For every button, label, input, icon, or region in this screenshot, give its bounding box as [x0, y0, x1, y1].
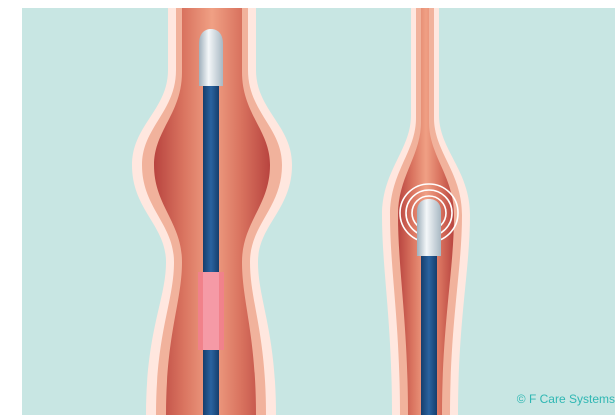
left-catheter-tip — [199, 29, 223, 86]
right-catheter-shaft — [421, 248, 437, 415]
right-catheter-tip — [417, 199, 441, 256]
copyright-credit: © F Care Systems — [475, 388, 615, 410]
left-heating-segment-core — [203, 272, 219, 350]
left-catheter-shaft — [203, 78, 219, 415]
background-panel — [22, 8, 615, 415]
